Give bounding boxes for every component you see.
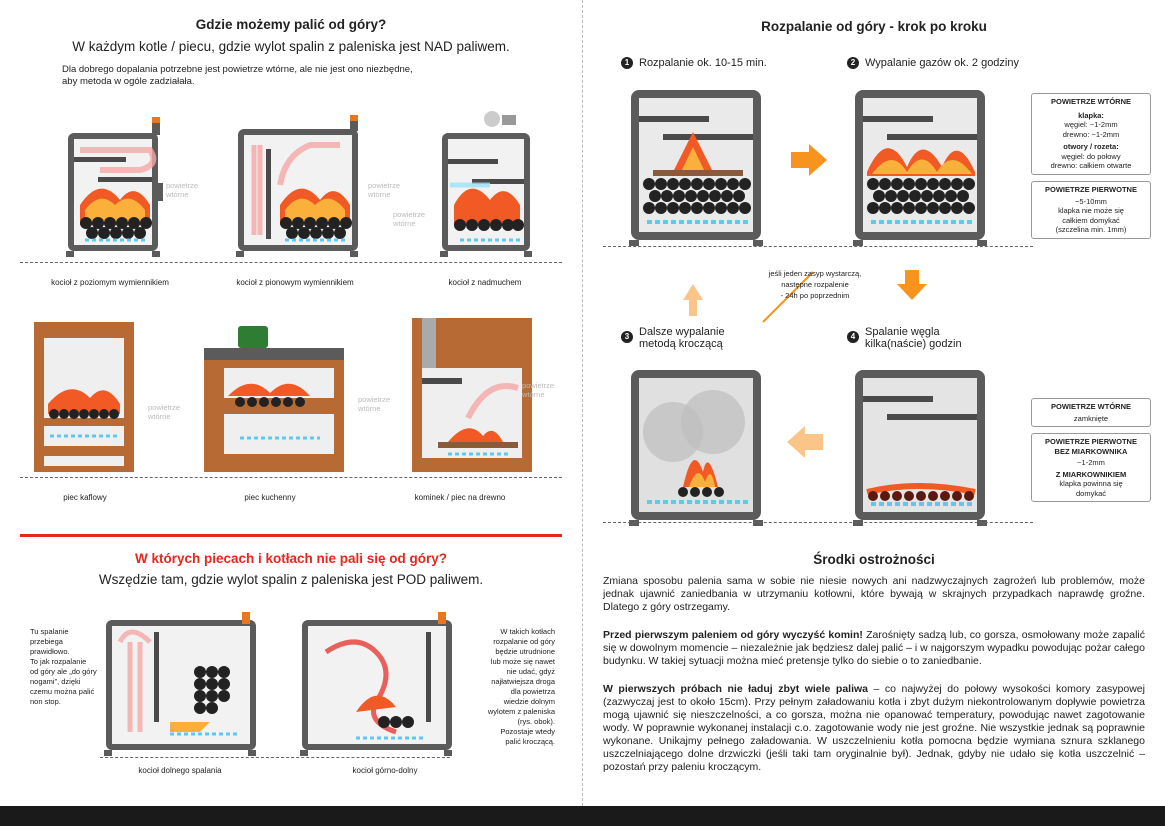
secondary-air-box-top: POWIETRZE WTÓRNE klapka: węgiel: ~1-2mm …: [1031, 93, 1151, 175]
step-3-boiler-diagram: [629, 370, 763, 526]
row3-divider: [100, 757, 450, 758]
arrow-up: [683, 284, 703, 316]
primary-air-box-top: POWIETRZE PIERWOTNE ~5-10mm klapka nie m…: [1031, 181, 1151, 239]
top-bottom-boiler-diagram: [300, 612, 452, 756]
boiler-vertical-diagram: [236, 115, 358, 257]
section-divider-red: [20, 534, 562, 537]
safety-para-2: Przed pierwszym paleniem od góry wyczyść…: [603, 629, 1145, 667]
arrow-left: [787, 426, 823, 458]
caption-down-draft: kocioł dolnego spalania: [138, 766, 222, 775]
step-diagrams: [629, 90, 987, 526]
left-subtitle: W każdym kotle / piecu, gdzie wylot spal…: [72, 39, 510, 54]
middle-note: jeśli jeden zasyp wystarczą,następne roz…: [768, 269, 862, 300]
row3-diagrams: [104, 612, 452, 756]
secondary-air-box-bottom: POWIETRZE WTÓRNE zamknięte: [1031, 398, 1151, 427]
boiler-horizontal-diagram: [66, 117, 163, 257]
step-2-boiler-diagram: [853, 90, 987, 246]
safety-para-1: Zmiana sposobu palenia sama w sobie nie …: [603, 575, 1145, 613]
left-title: Gdzie możemy palić od góry?: [195, 17, 387, 32]
fireplace-diagram: [412, 318, 532, 472]
down-draft-boiler-diagram: [104, 612, 256, 756]
footer-bar: [0, 806, 1165, 826]
step-4-boiler-diagram: [853, 370, 987, 526]
caption-horizontal: kocioł z poziomym wymiennikiem: [51, 278, 169, 287]
left-note: Dla dobrego dopalania potrzebne jest pow…: [62, 64, 413, 87]
step-1-boiler-diagram: [629, 90, 763, 246]
caption-fireplace: kominek / piec na drewno: [414, 493, 506, 502]
primary-air-box-bottom: POWIETRZE PIERWOTNE BEZ MIARKOWNIKA ~1-2…: [1031, 433, 1151, 502]
section2-subtitle: Wszędzie tam, gdzie wylot spalin z palen…: [98, 572, 484, 587]
tile-stove-diagram: [34, 322, 134, 472]
caption-kitchen-stove: piec kuchenny: [244, 493, 296, 502]
row1-divider: [20, 262, 562, 263]
arrow-right-1: [791, 144, 827, 176]
boiler-fan-diagram: [440, 111, 532, 257]
safety-para-3: W pierwszych próbach nie ładuj zbyt wiel…: [603, 683, 1145, 773]
caption-tile-stove: piec kaflowy: [63, 493, 107, 502]
caption-top-bottom: kocioł górno-dolny: [352, 766, 418, 775]
left-page: Gdzie możemy palić od góry? W każdym kot…: [0, 0, 582, 806]
section2-title: W których piecach i kotłach nie pali się…: [134, 551, 448, 566]
right-title: Rozpalanie od góry - krok po kroku: [761, 19, 987, 34]
steps-bottom-divider: [603, 522, 1033, 523]
safety-title: Środki ostrożności: [813, 552, 935, 567]
row2-diagrams: [34, 318, 532, 472]
row1-diagrams: [66, 111, 532, 257]
row2-divider: [20, 477, 562, 478]
kitchen-stove-diagram: [204, 326, 344, 472]
caption-vertical: kocioł z pionowym wymiennikiem: [236, 278, 354, 287]
steps-top-divider: [603, 246, 1033, 247]
arrow-down: [897, 270, 927, 300]
caption-fan: kocioł z nadmuchem: [448, 278, 522, 287]
page-divider: [582, 0, 583, 806]
